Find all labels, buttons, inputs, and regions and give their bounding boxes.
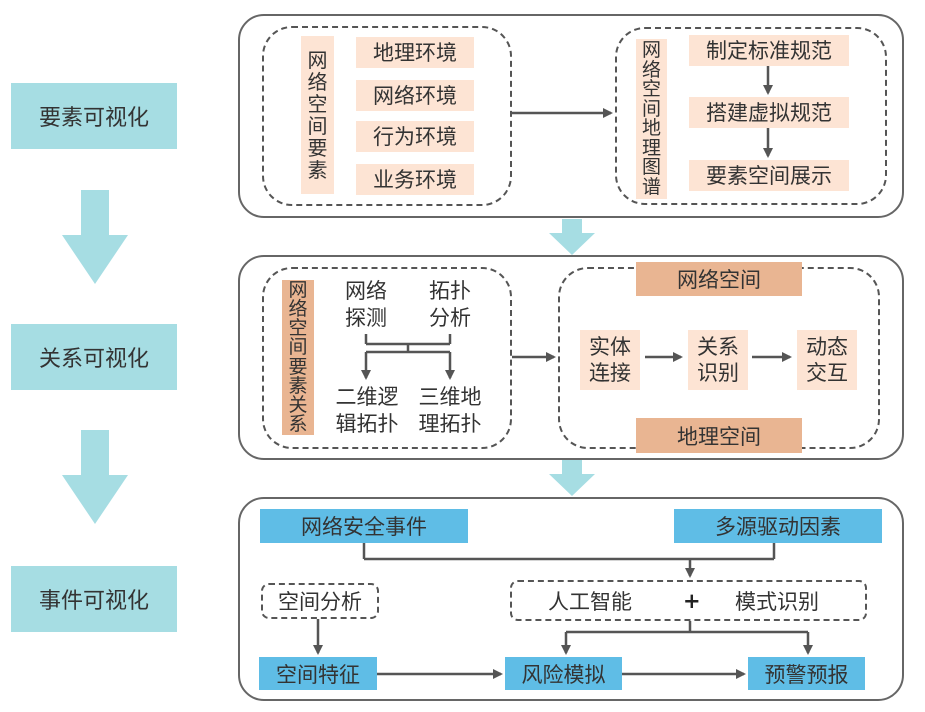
step-display-box: 要素空间展示 [689, 160, 849, 191]
stage-label-element: 要素可视化 [11, 83, 177, 149]
relation-identify-box: 关系识别 [688, 330, 748, 390]
map-group-label: 网络空间地理图谱 [636, 39, 667, 199]
relation-group-frame [262, 267, 512, 449]
dynamic-interact-box: 动态交互 [797, 330, 857, 390]
pattern-text: 模式识别 [735, 589, 819, 614]
geo-3d-text: 三维地理拓扑 [418, 385, 482, 436]
ai-text: 人工智能 [548, 589, 632, 614]
geo-env-box: 地理环境 [356, 37, 474, 68]
network-space-box: 网络空间 [636, 262, 802, 296]
security-event-box: 网络安全事件 [260, 509, 468, 543]
geo-space-box: 地理空间 [636, 418, 802, 453]
risk-simulation-box: 风险模拟 [505, 657, 622, 690]
logic-2d-text: 二维逻辑拓扑 [335, 385, 399, 436]
topology-analysis-text: 拓扑分析 [429, 279, 471, 330]
element-group-frame [262, 26, 512, 206]
drivers-box: 多源驱动因素 [674, 509, 882, 543]
plus-text: + [683, 588, 701, 613]
warning-forecast-box: 预警预报 [748, 657, 865, 690]
down-arrow-icon [62, 430, 128, 524]
ai-pattern-box: 人工智能 + 模式识别 [510, 580, 867, 621]
down-arrow-icon [549, 219, 595, 255]
step-build-box: 搭建虚拟规范 [689, 97, 849, 128]
behavior-env-box: 行为环境 [356, 121, 474, 152]
stage-label-event: 事件可视化 [11, 566, 177, 632]
network-env-box: 网络环境 [356, 80, 474, 111]
spatial-feature-box: 空间特征 [259, 657, 377, 690]
network-detect-text: 网络探测 [345, 279, 387, 330]
spatial-analysis-box: 空间分析 [261, 583, 379, 619]
entity-connect-box: 实体连接 [580, 330, 640, 390]
down-arrow-icon [549, 460, 595, 496]
step-standard-box: 制定标准规范 [689, 35, 849, 66]
down-arrow-icon [62, 190, 128, 284]
map-group-frame [615, 27, 887, 205]
element-group-label: 网络空间要素 [301, 36, 334, 194]
stage-label-relation: 关系可视化 [11, 324, 177, 390]
business-env-box: 业务环境 [356, 164, 474, 195]
relation-group-label: 网络空间要素关系 [282, 280, 314, 435]
